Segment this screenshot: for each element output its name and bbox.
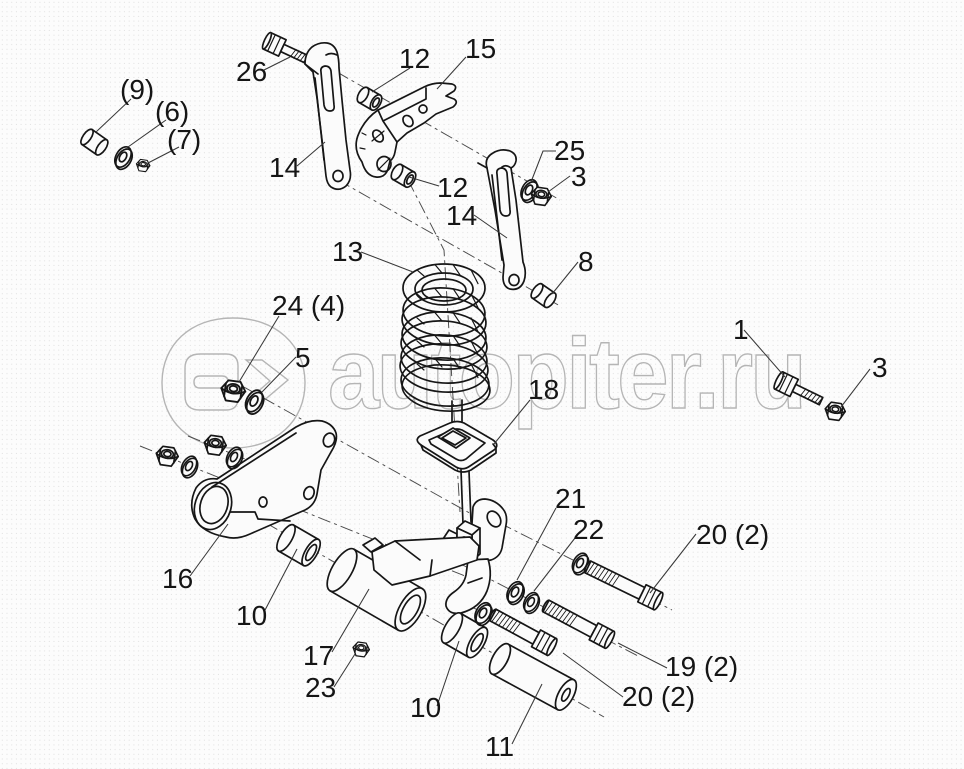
svg-text:16: 16	[162, 563, 193, 594]
svg-text:(9): (9)	[120, 74, 154, 105]
svg-text:5: 5	[295, 342, 311, 373]
svg-text:24 (4): 24 (4)	[272, 290, 345, 321]
svg-text:(6): (6)	[155, 96, 189, 127]
svg-text:3: 3	[571, 161, 587, 192]
svg-text:3: 3	[872, 352, 888, 383]
svg-text:11: 11	[485, 731, 514, 762]
svg-text:18: 18	[528, 374, 559, 405]
svg-text:17: 17	[303, 640, 334, 671]
svg-text:20 (2): 20 (2)	[696, 519, 769, 550]
svg-text:22: 22	[573, 514, 604, 545]
svg-text:1: 1	[733, 314, 749, 345]
svg-text:25: 25	[554, 135, 585, 166]
svg-text:21: 21	[555, 483, 586, 514]
svg-text:(7): (7)	[167, 124, 201, 155]
svg-text:10: 10	[410, 692, 441, 723]
svg-text:12: 12	[437, 172, 468, 203]
svg-text:13: 13	[332, 236, 363, 267]
svg-text:12: 12	[399, 43, 430, 74]
svg-text:8: 8	[578, 246, 594, 277]
svg-text:10: 10	[236, 600, 267, 631]
svg-text:14: 14	[269, 152, 300, 183]
svg-text:14: 14	[446, 200, 477, 231]
svg-text:15: 15	[465, 33, 496, 64]
svg-text:23: 23	[305, 672, 336, 703]
svg-text:26: 26	[236, 56, 267, 87]
svg-text:19 (2): 19 (2)	[665, 651, 738, 682]
svg-text:20 (2): 20 (2)	[622, 681, 695, 712]
